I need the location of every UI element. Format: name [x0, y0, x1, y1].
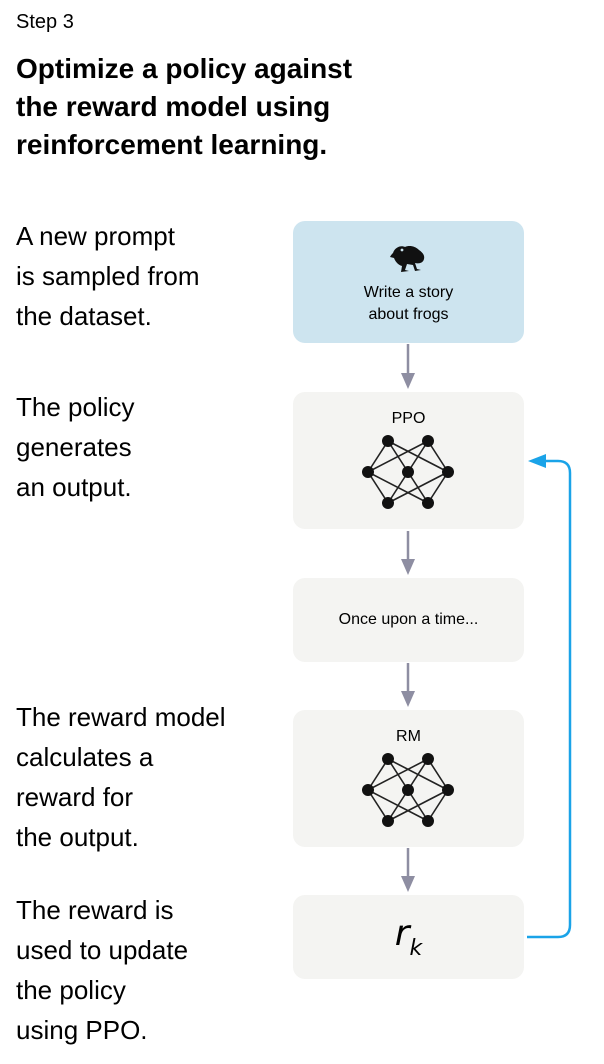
description-reward-model: The reward model calculates a reward for… [16, 697, 226, 857]
description-line: the policy [16, 975, 126, 1005]
policy-box: PPO [293, 392, 524, 529]
reward-model-box: RM [293, 710, 524, 847]
output-text: Once upon a time... [338, 611, 479, 628]
description-sample-prompt: A new prompt is sampled from the dataset… [16, 216, 200, 336]
description-line: reward for [16, 782, 134, 812]
description-line: using PPO. [16, 1015, 148, 1045]
description-line: A new prompt [16, 221, 175, 251]
down-arrow [401, 848, 415, 892]
step-label: Step 3 [16, 11, 74, 33]
title-line: Optimize a policy against [16, 53, 353, 84]
neural-network-icon [362, 435, 454, 509]
title-line: the reward model using [16, 91, 331, 122]
reward-box: rk [293, 895, 524, 979]
description-line: The reward model [16, 702, 226, 732]
prompt-box: Write a story about frogs [293, 221, 524, 343]
description-line: The policy [16, 392, 135, 422]
description-line: is sampled from [16, 261, 200, 291]
down-arrow [401, 663, 415, 707]
feedback-arrow [527, 454, 572, 939]
description-line: calculates a [16, 742, 154, 772]
neural-network-icon [362, 753, 454, 827]
reward-subscript-k: k [409, 936, 423, 961]
prompt-text: Write a story about frogs [293, 282, 524, 326]
policy-label: PPO [391, 410, 426, 427]
reward-symbol: rk [293, 913, 524, 961]
down-arrow [401, 344, 415, 389]
output-box: Once upon a time... [293, 578, 524, 662]
prompt-line: Write a story [363, 284, 454, 301]
description-update-policy: The reward is used to update the policy … [16, 890, 188, 1050]
title-line: reinforcement learning. [16, 129, 328, 160]
reward-symbol-r: r [394, 913, 410, 954]
description-line: generates [16, 432, 132, 462]
description-line: the output. [16, 822, 139, 852]
description-line: the dataset. [16, 301, 152, 331]
description-line: an output. [16, 472, 132, 502]
page-title: Optimize a policy against the reward mod… [16, 50, 436, 164]
description-line: The reward is [16, 895, 174, 925]
frog-icon [390, 246, 425, 272]
description-policy-output: The policy generates an output. [16, 387, 135, 507]
down-arrow [401, 531, 415, 575]
description-line: used to update [16, 935, 189, 965]
prompt-line: about frogs [368, 306, 449, 323]
reward-model-label: RM [396, 728, 421, 745]
